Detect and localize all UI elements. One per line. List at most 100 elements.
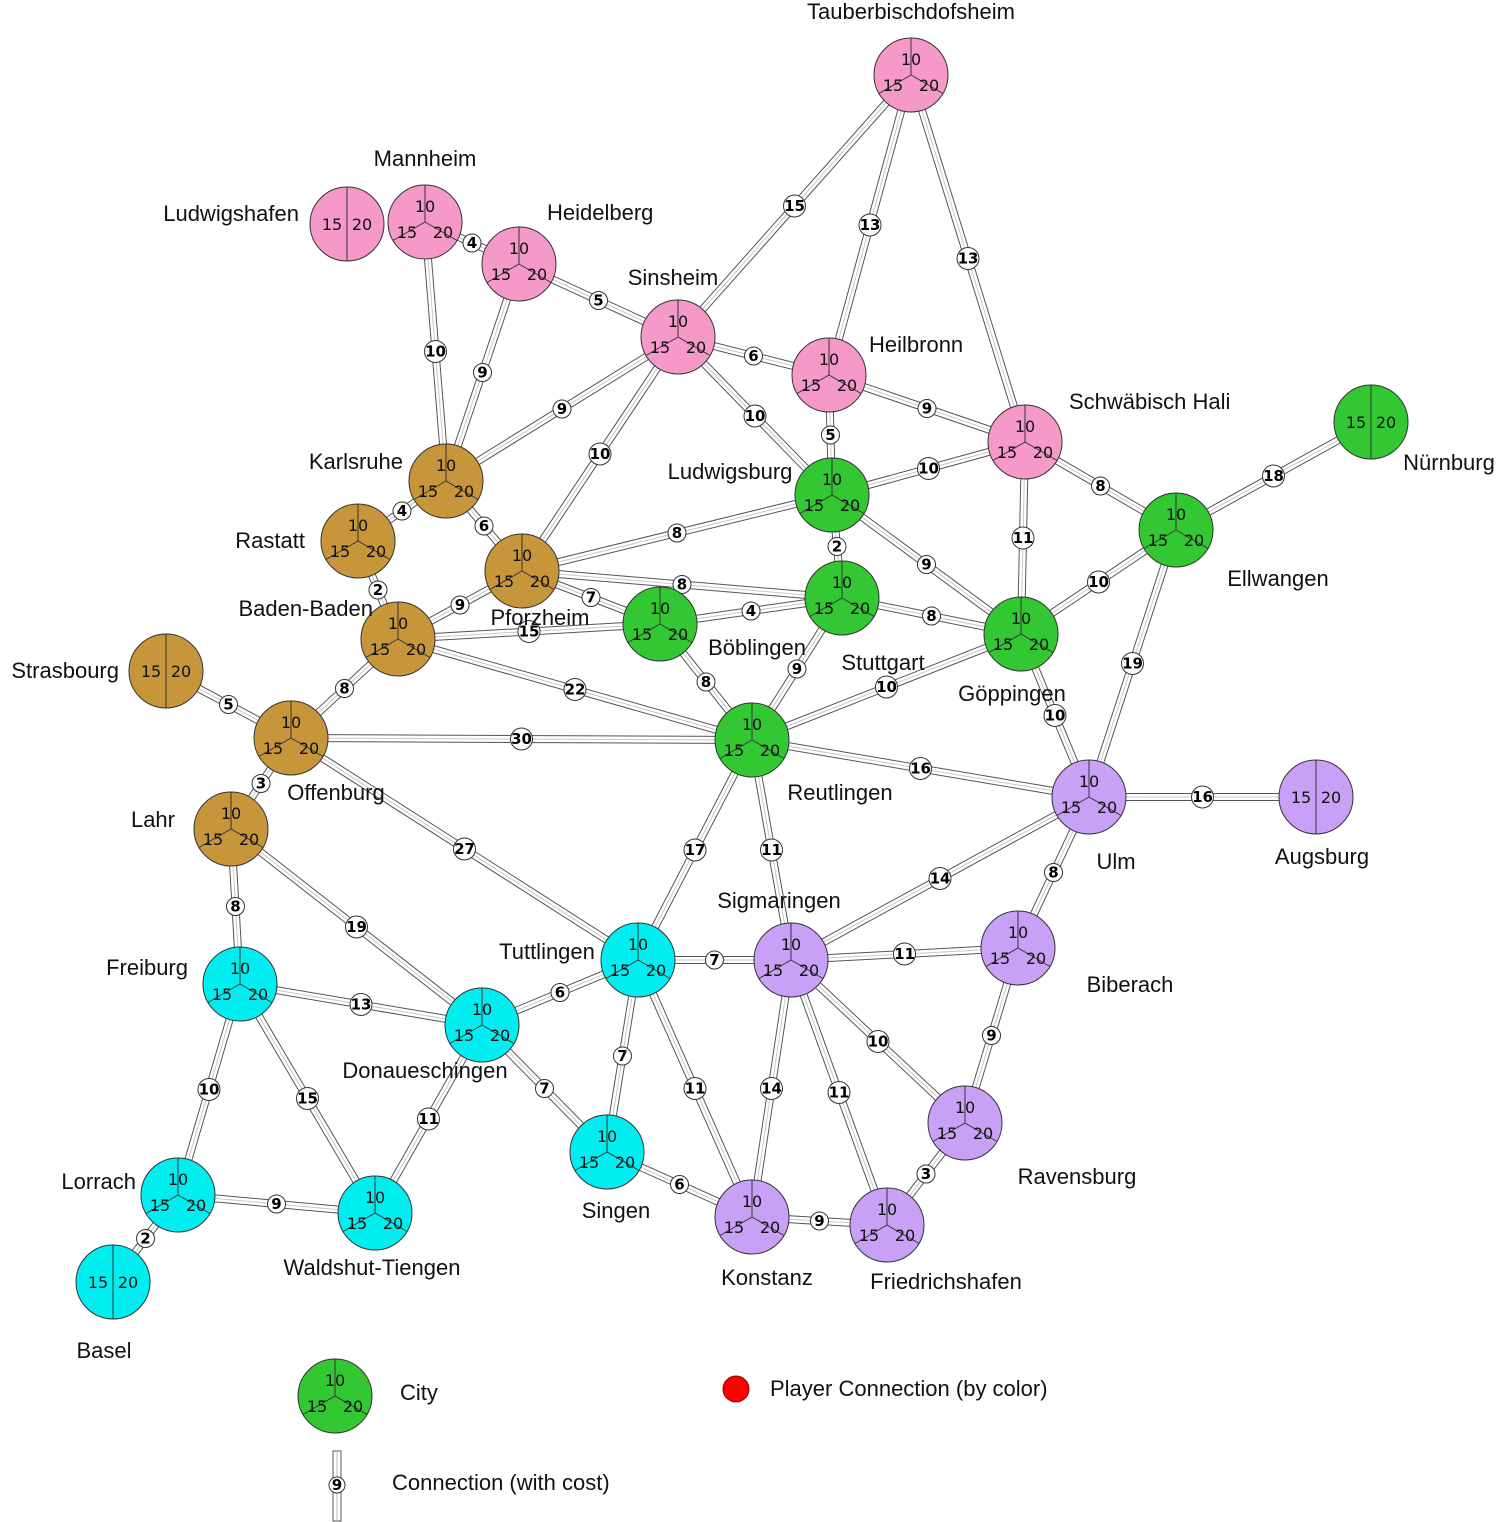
cost-circle [345,915,368,939]
slot-divider [841,597,875,617]
slot-cost-10: 10 [1008,923,1028,942]
slot-divider [198,828,232,848]
connection-cost-marker: 3 [916,1164,936,1184]
slot-cost-10: 10 [742,715,762,734]
connection-cost-marker: 9 [267,1194,286,1214]
city-name: Schwäbisch Hali [1069,389,1230,414]
slot-cost-15: 15 [88,1273,108,1292]
city-name: Friedrichshafen [870,1269,1022,1294]
city-name: Offenburg [287,780,384,805]
cost-circle [335,679,354,698]
connection-cost: 8 [230,898,240,916]
connection-cost: 14 [761,1080,782,1098]
cost-circle [450,595,470,615]
connection-cost: 4 [746,602,756,620]
slot-cost-15: 15 [263,739,283,758]
slot-cost-20: 20 [615,1153,635,1172]
connection-cost: 8 [339,680,349,698]
slot-divider [659,623,693,643]
connection-cost-marker: 8 [667,523,687,543]
cost-circle [917,555,936,574]
slot-divider [145,1194,179,1214]
slot-cost-10: 10 [1011,609,1031,628]
slot-cost-10: 10 [512,546,532,565]
connection-cost: 9 [921,556,931,574]
slot-cost-15: 15 [322,215,342,234]
slot-cost-10: 10 [650,599,670,618]
slot-divider [878,74,912,94]
connection-cost: 5 [223,696,233,714]
slot-cost-20: 20 [239,830,259,849]
slot-cost-10: 10 [819,350,839,369]
connection-cost: 13 [860,216,881,234]
connection-cost: 2 [140,1230,150,1248]
connection-cost-marker: 4 [741,601,761,621]
slot-cost-10: 10 [901,50,921,69]
legend-connection-cost: 9 [332,1476,342,1494]
connection-cost: 10 [1088,573,1109,591]
connection-cost-marker: 5 [219,695,238,714]
slot-cost-20: 20 [799,961,819,980]
connection-cost: 9 [792,660,802,678]
connection-cost: 4 [397,502,407,520]
cost-circle [909,757,932,780]
connection-cost: 10 [868,1033,889,1051]
cost-circle [917,399,937,418]
slot-cost-10: 10 [472,1000,492,1019]
slot-divider [605,959,639,979]
slot-cost-10: 10 [597,1127,617,1146]
connection-cost-marker: 19 [1121,652,1144,675]
slot-divider [932,1122,966,1142]
cost-circle [1262,464,1285,488]
cost-circle [219,695,238,714]
connection-cost: 11 [894,945,915,963]
connection-cost: 10 [590,445,611,463]
city-name: Singen [582,1198,651,1223]
slot-cost-10: 10 [436,456,456,475]
slot-divider [627,623,661,643]
connection-cost: 5 [825,426,835,444]
connection-cost: 2 [832,538,842,556]
connection-cost: 8 [672,524,682,542]
slot-cost-15: 15 [763,961,783,980]
connection-cost-marker: 10 [588,442,612,466]
city-name: Strasbourg [11,658,119,683]
connection-cost-marker: 11 [893,942,916,966]
